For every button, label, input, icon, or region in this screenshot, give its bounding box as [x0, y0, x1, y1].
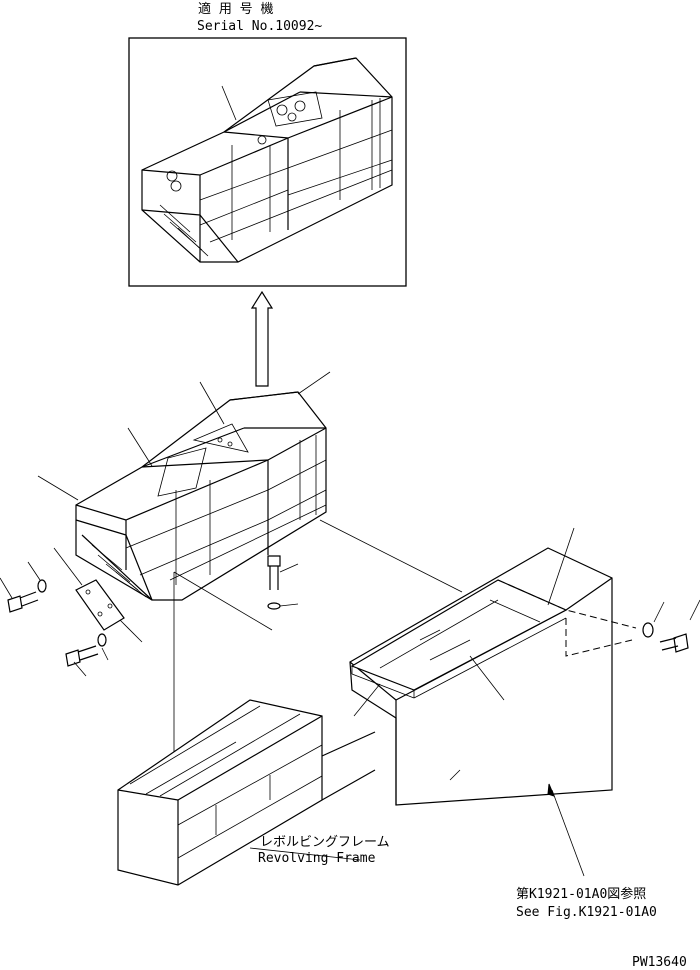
revolving-frame-label-jp: レボルビングフレーム — [260, 835, 390, 850]
inset-frame — [128, 37, 407, 287]
washer-icon — [642, 601, 665, 638]
bolt-icon — [267, 555, 299, 590]
see-fig-label-en: See Fig.K1921-01A0 — [516, 905, 657, 920]
washer-icon — [267, 602, 299, 610]
revolving-frame-label-en: Revolving Frame — [258, 851, 376, 866]
connection-line — [319, 519, 463, 593]
connection-line — [173, 571, 273, 631]
main-frame-assembly — [37, 371, 331, 601]
bolt-icon — [0, 577, 39, 613]
see-fig-label-jp: 第K1921-01A0図参照 — [516, 886, 646, 902]
bolt-icon — [65, 645, 99, 677]
inset-frame-assembly — [141, 57, 393, 263]
bolt-icon — [659, 599, 700, 653]
drawing-number: PW13640 — [632, 955, 687, 970]
washer-icon — [97, 633, 109, 661]
washer-icon — [27, 561, 47, 593]
bracket-plate — [53, 547, 143, 643]
inset-title-jp: 適 用 号 機 — [198, 1, 273, 17]
upward-arrow — [250, 290, 274, 387]
revolving-frame — [117, 699, 376, 886]
inset-serial: Serial No.10092~ — [197, 19, 322, 34]
right-cabinet — [349, 527, 637, 877]
